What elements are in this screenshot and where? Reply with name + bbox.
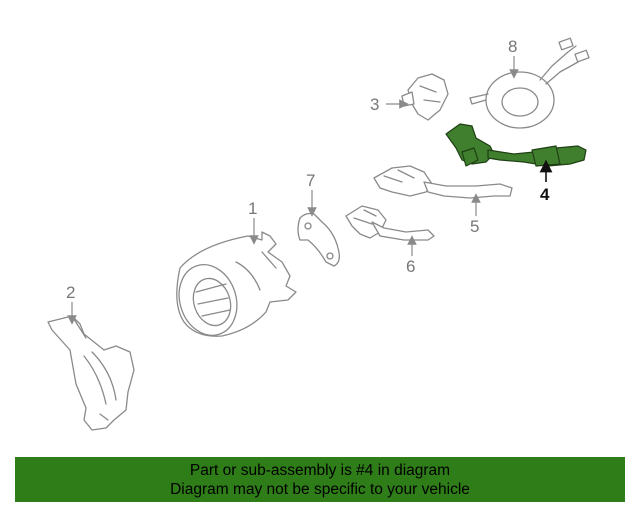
part-5-lever — [373, 165, 513, 199]
callout-1: 1 — [248, 199, 257, 218]
callout-4: 4 — [540, 185, 550, 204]
part-3-switch — [401, 73, 449, 121]
part-6-wiper-switch — [345, 205, 435, 241]
callout-2: 2 — [66, 283, 75, 302]
callout-8: 8 — [508, 37, 517, 56]
callout-3: 3 — [370, 95, 379, 114]
part-2-trim-bracket — [47, 315, 135, 431]
banner-line-disclaimer: Diagram may not be specific to your vehi… — [170, 481, 470, 498]
callout-6: 6 — [406, 257, 415, 276]
callout-5: 5 — [470, 217, 479, 236]
part-8-clock-spring — [469, 37, 590, 129]
banner-line-part: Part or sub-assembly is #4 in diagram — [189, 462, 451, 479]
part-7-retainer — [297, 212, 340, 267]
notice-banner: Part or sub-assembly is #4 in diagram Di… — [15, 457, 625, 502]
part-1-column-shroud — [176, 231, 297, 337]
parts-diagram: 1 2 3 4 5 6 7 8 — [47, 37, 590, 431]
callout-7: 7 — [306, 171, 315, 190]
part-4-multifunction-switch — [445, 123, 587, 167]
